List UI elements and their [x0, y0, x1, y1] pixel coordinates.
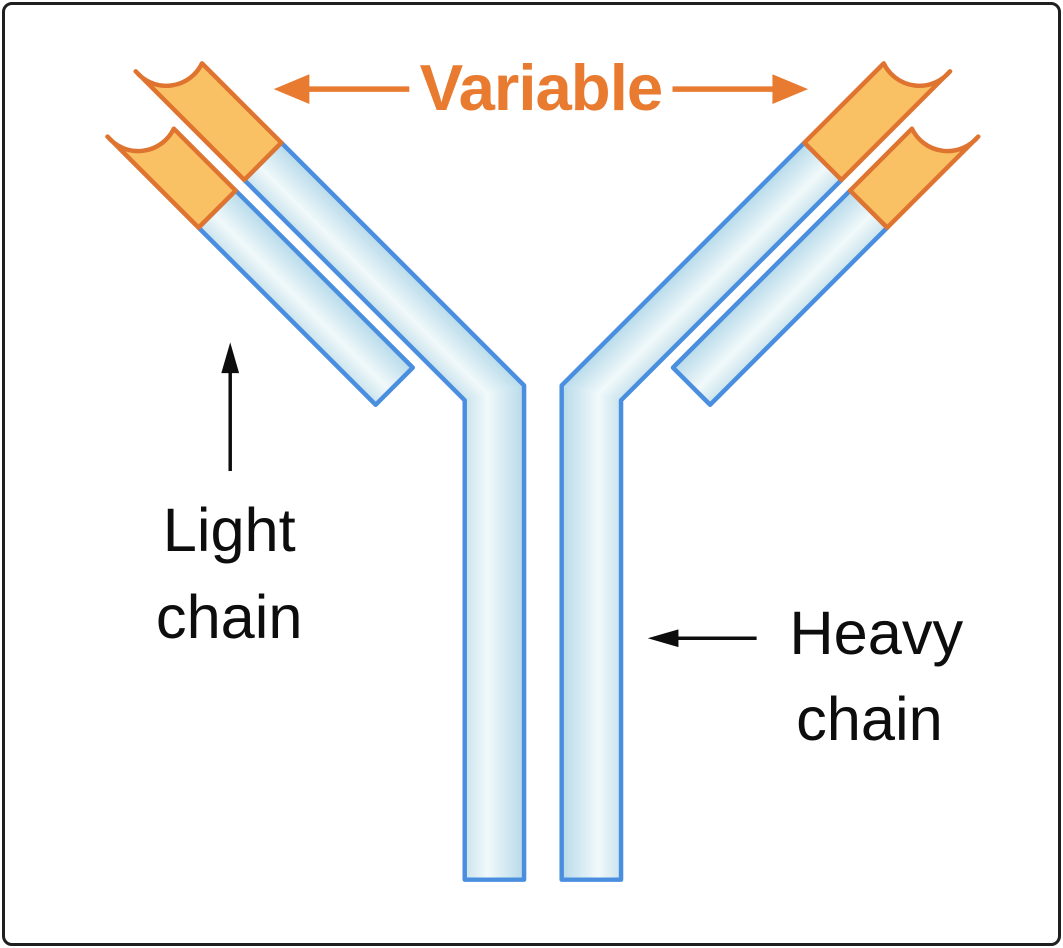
- heavy-chain-label-line2: chain: [796, 684, 943, 753]
- heavy-chain-label-line1: Heavy: [789, 598, 963, 667]
- right-arm: [562, 63, 979, 879]
- heavy-chain-stem-fill: [463, 384, 526, 881]
- variable-arrow-right-head: [772, 74, 809, 104]
- light-chain-label-line1: Light: [163, 495, 296, 564]
- light-chain-label-line2: chain: [156, 582, 303, 651]
- light-chain-pointer: [221, 342, 240, 472]
- variable-arrow-left-head: [273, 74, 310, 104]
- variable-label: Variable: [420, 51, 663, 124]
- antibody-structure-diagram: Variable Light chain Heavy chain: [105, 51, 1058, 943]
- variable-region-tip-light: [105, 126, 238, 230]
- heavy-chain-arrow-head: [647, 629, 679, 648]
- light-chain-arrow-head: [221, 342, 240, 374]
- heavy-chain-pointer: [647, 629, 757, 648]
- variable-arrow: [273, 74, 809, 104]
- variable-region-tip-heavy: [133, 61, 284, 183]
- left-arm: [105, 61, 527, 882]
